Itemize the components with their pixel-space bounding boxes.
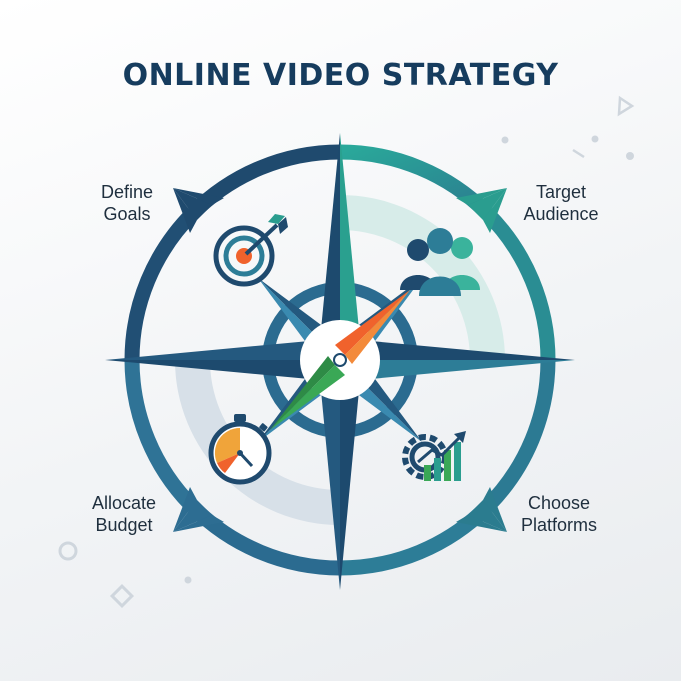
background-decoration <box>58 95 635 609</box>
budget-quadrant-fill <box>175 360 340 525</box>
stopwatch-icon <box>208 414 272 485</box>
audience-quadrant-fill <box>340 195 505 360</box>
star-point-north <box>320 133 340 360</box>
arrow-northeast <box>468 188 507 220</box>
gear-chart-icon <box>402 431 466 481</box>
target-icon <box>213 214 288 287</box>
star-point-east <box>340 340 575 360</box>
compass-needle <box>270 290 410 430</box>
audience-icon <box>400 228 480 296</box>
star-point-west <box>105 340 340 360</box>
direction-arrows <box>173 188 507 532</box>
page-title: ONLINE VIDEO STRATEGY <box>122 58 559 93</box>
arrow-southwest <box>173 500 212 532</box>
star-point-south <box>320 360 340 590</box>
arrow-southeast <box>468 500 507 532</box>
arrow-northwest <box>173 188 212 220</box>
compass-star <box>105 133 575 590</box>
